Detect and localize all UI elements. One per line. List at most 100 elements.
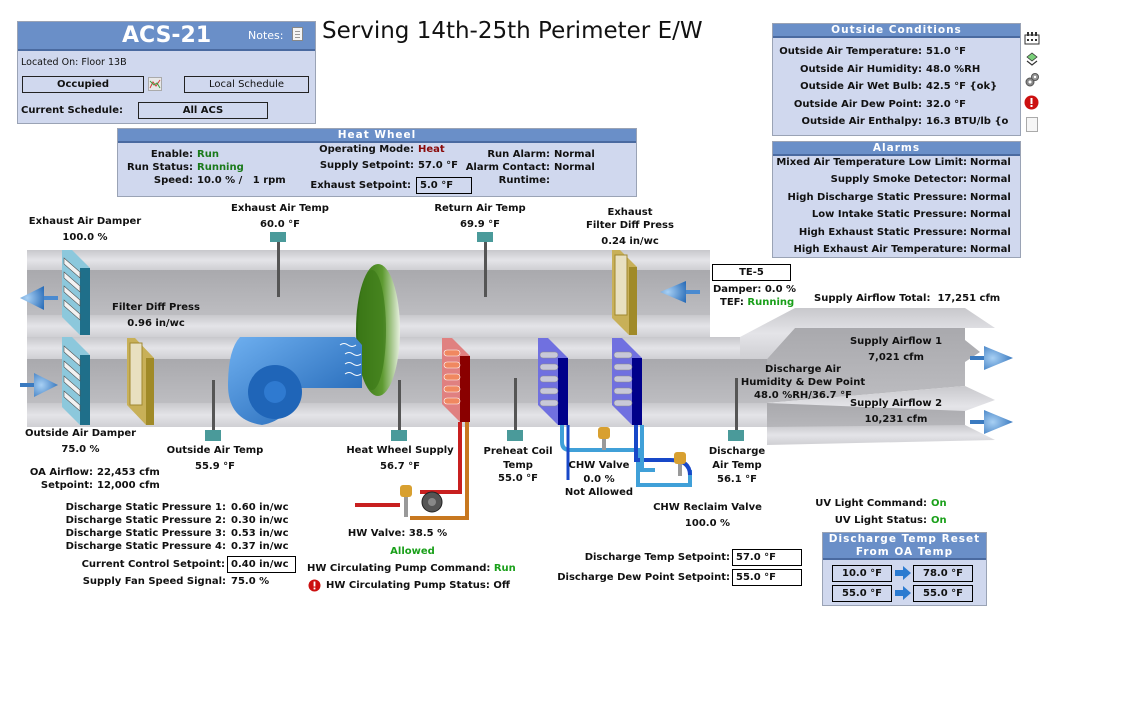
sp-value: 0.53 in/wc [231,528,289,539]
oa-setpoint-label: Setpoint: [40,480,93,491]
supply-airflow-total: Supply Airflow Total: 17,251 cfm [814,293,1001,304]
label-text: HW Circulating Pump Command: [307,563,491,574]
supply-fan-graphic [228,337,362,425]
discharge-temp-setpoint-input[interactable]: 57.0 °F [732,549,802,566]
hw-valve-status: Allowed [390,546,435,557]
discharge-dew-setpoint-input[interactable]: 55.0 °F [732,569,802,586]
arrow-right-icon [895,566,911,583]
reset-sat-low-input[interactable]: 55.0 °F [913,585,973,602]
supply-airflow-2-value: 10,231 cfm [864,414,928,425]
current-schedule-value[interactable]: All ACS [138,102,268,119]
alarm-label: High Discharge Static Pressure: [787,191,967,203]
control-setpoint-label: Current Control Setpoint: [81,559,225,570]
title-line: Discharge Temp Reset [828,533,981,545]
oa-setpoint-value: 12,000 cfm [97,480,160,491]
sp-label: Discharge Static Pressure 3: [65,528,226,539]
chw-valve-status: Not Allowed [564,487,634,498]
supply-airflow-2-label: Supply Airflow 2 10,231 cfm [840,398,952,425]
hw-valve-value: 38.5 % [408,528,448,539]
control-setpoint-input[interactable]: 0.40 in/wc [227,556,296,573]
heat-wheel-title: Heat Wheel [118,129,636,143]
exhaust-outlet-arrow [20,286,58,310]
static-pressure-row: Discharge Static Pressure 2: 0.30 in/wc [40,515,300,528]
label-text: Air Temp [712,460,762,471]
outside-air-inlet-arrow [20,373,58,397]
gears-icon[interactable] [1024,72,1040,91]
alarm-value: Normal [970,191,1011,203]
operating-mode-label: Operating Mode: [319,144,414,155]
exhaust-air-temp-value: 60.0 °F [260,219,300,230]
alarm-label: Supply Smoke Detector: [830,174,967,186]
notes-icon[interactable] [292,27,303,41]
discharge-temp-setpoint-label: Discharge Temp Setpoint: [584,552,730,563]
supply-airflow-1-label: Supply Airflow 1 7,021 cfm [840,336,952,363]
discharge-air-temp-value: 56.1 °F [717,474,757,485]
outside-air-temp-sensor [205,380,221,441]
heat-wheel-supply-sensor [391,380,407,441]
static-pressure-row: Discharge Static Pressure 4: 0.37 in/wc [40,541,300,554]
uv-command-value: On [931,498,947,509]
tef-label: TEF: [720,297,744,308]
discharge-dew-setpoint-label: Discharge Dew Point Setpoint: [557,572,730,583]
alarm-row: Mixed Air Temperature Low Limit:Normal [772,157,1022,174]
alarm-icon[interactable] [1024,95,1039,113]
notes-icon[interactable] [1026,117,1038,132]
supply-outlet-2-arrow [970,410,1013,434]
hw-pump-alarm-icon[interactable] [308,579,321,595]
reset-oa-low-input[interactable]: 10.0 °F [832,565,892,582]
hw-pump-status-value: Off [493,580,510,591]
building-icon[interactable] [1024,31,1040,48]
oc-row: Outside Air Dew Point:32.0 °F [772,99,1022,117]
alarm-label: High Exhaust Static Pressure: [798,226,967,238]
alarm-value: Normal [970,157,1011,168]
outside-conditions-title: Outside Conditions [773,24,1020,38]
reset-oa-high-input[interactable]: 55.0 °F [832,585,892,602]
reset-sat-high-input[interactable]: 78.0 °F [913,565,973,582]
oc-label: Outside Air Wet Bulb: [800,81,922,92]
label-text: Outside Air Damper [24,428,137,439]
located-on: Located On: Floor 13B [21,57,127,68]
local-schedule-button[interactable]: Local Schedule [184,76,309,93]
arrow-right-icon [895,586,911,603]
hw-pump-status: HW Circulating Pump Status: Off [326,580,510,591]
label-text: HW Valve: [347,528,406,539]
oc-row: Outside Air Wet Bulb: 42.5 °F {ok} [772,81,1022,99]
oc-value: 32.0 °F [926,98,966,110]
oc-value: 42.5 °F {ok} [926,81,998,92]
exhaust-setpoint-input[interactable]: 5.0 °F [416,177,472,194]
enable-value: Run [197,149,219,160]
hw-piping [355,422,469,520]
supply-airflow-1-value: 7,021 cfm [868,352,924,363]
runtime-label: Runtime: [498,175,550,186]
discharge-air-temp-sensor [728,378,744,441]
heat-wheel-panel: Heat Wheel Enable: Run Run Status: Runni… [117,128,637,197]
heat-wheel-graphic [356,264,400,396]
label-text: Exhaust [607,207,653,218]
label-text: Supply Airflow 1 [849,336,943,347]
sp-label: Discharge Static Pressure 2: [65,515,226,526]
outside-air-damper-graphic [62,337,90,425]
hw-pump-command: HW Circulating Pump Command: Run [307,563,516,574]
sp-label: Discharge Static Pressure 4: [65,541,226,552]
occupancy-button[interactable]: Occupied [22,76,144,93]
supply-filter-graphic [127,338,154,425]
chw-coil-graphic [538,338,568,425]
label-text: Supply Airflow 2 [849,398,943,409]
sp-value: 0.37 in/wc [231,541,289,552]
te5-box[interactable]: TE-5 [712,264,791,281]
label-text: HW Circulating Pump Status: [326,580,490,591]
notes-label: Notes: [248,29,284,42]
exhaust-air-damper-graphic [62,250,90,335]
sp-value: 0.30 in/wc [231,515,289,526]
alarms-panel: Alarms [772,141,1021,258]
trend-chart-icon[interactable] [148,77,162,91]
exhaust-air-damper-value: 100.0 % [62,232,108,243]
refresh-icon[interactable] [1024,51,1040,70]
heat-wheel-supply-value: 56.7 °F [380,461,420,472]
oc-row: Outside Air Humidity:48.0 %RH [772,64,1022,82]
label-text: Temp [503,459,533,471]
outside-air-temp-value: 55.9 °F [195,461,235,472]
discharge-humidity-value: 48.0 %RH/36.7 °F [754,390,852,401]
